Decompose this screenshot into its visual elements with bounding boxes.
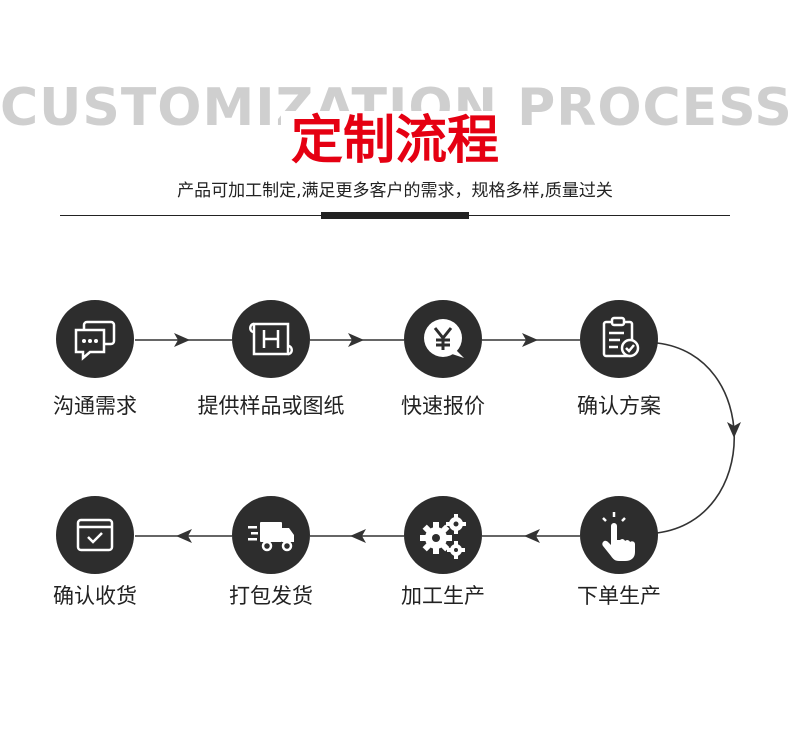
arrow-left-icon <box>176 529 192 543</box>
gears-icon <box>420 514 466 559</box>
step-8-label: 确认收货 <box>53 584 137 608</box>
step-1-circle <box>56 300 134 378</box>
divider-accent-bar <box>321 212 469 219</box>
step-3-circle <box>404 300 482 378</box>
arrow-left-icon <box>524 529 540 543</box>
box-check-icon <box>76 518 114 552</box>
step-4-circle <box>580 300 658 378</box>
step-6-circle <box>404 496 482 574</box>
hand-click-icon <box>602 512 635 561</box>
step-1-label: 沟通需求 <box>53 394 137 418</box>
step-4-label: 确认方案 <box>577 394 661 418</box>
step-5-circle <box>580 496 658 574</box>
clipboard-check-icon <box>602 316 640 358</box>
step-8-circle <box>56 496 134 574</box>
page-title: 定制流程 <box>0 98 790 173</box>
step-5-label: 下单生产 <box>577 584 661 608</box>
delivery-truck-icon <box>248 522 294 552</box>
arrow-down-icon <box>727 422 741 438</box>
connector-4-5 <box>656 342 736 534</box>
step-2-circle <box>232 300 310 378</box>
step-7-circle <box>232 496 310 574</box>
step-3-label: 快速报价 <box>401 394 485 418</box>
arrow-right-icon <box>522 333 538 347</box>
step-6-label: 加工生产 <box>401 584 485 608</box>
page-subtitle: 产品可加工制定,满足更多客户的需求，规格多样,质量过关 <box>177 181 613 201</box>
blueprint-icon <box>249 322 293 356</box>
arrow-right-icon <box>348 333 364 347</box>
step-2-label: 提供样品或图纸 <box>197 394 345 418</box>
yuan-icon <box>424 319 464 358</box>
arrow-right-icon <box>174 333 190 347</box>
step-7-label: 打包发货 <box>229 584 313 608</box>
arrow-left-icon <box>350 529 366 543</box>
chat-icon <box>74 320 116 361</box>
